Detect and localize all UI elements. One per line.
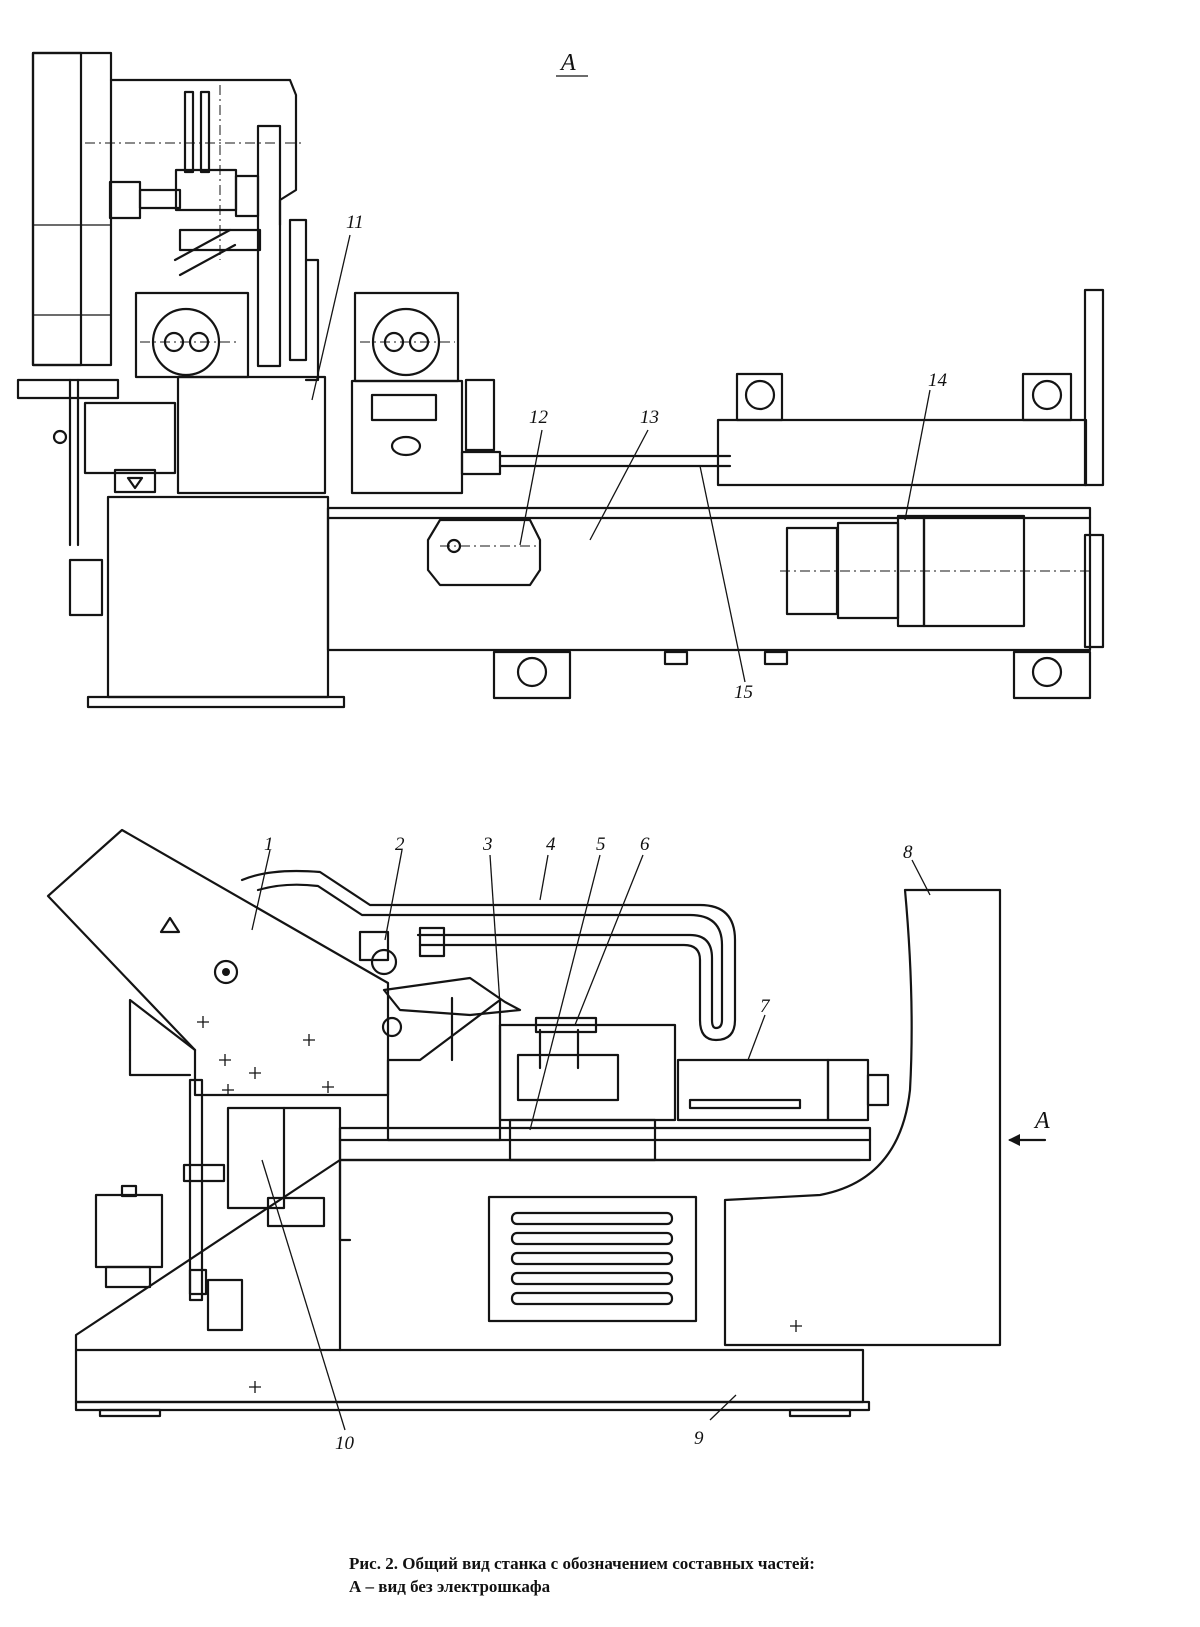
part-label-7: 7 <box>760 996 771 1017</box>
figure-caption: Рис. 2. Общий вид станка с обозначением … <box>349 1552 989 1598</box>
part-label-5: 5 <box>596 834 606 855</box>
arrow-a-label: A <box>1033 1108 1050 1134</box>
part-label-2: 2 <box>395 834 405 855</box>
caption-line-1: Рис. 2. Общий вид станка с обозначением … <box>349 1554 815 1573</box>
view-a-title: A <box>559 50 576 76</box>
part-label-15: 15 <box>734 682 753 703</box>
part-label-13: 13 <box>640 407 659 428</box>
part-label-12: 12 <box>529 407 549 428</box>
part-label-11: 11 <box>346 212 364 233</box>
part-label-14: 14 <box>928 370 948 391</box>
side-view-drawing: A 1 2 3 4 5 6 7 8 9 10 <box>46 828 1050 1454</box>
part-label-3: 3 <box>482 834 493 855</box>
part-label-8: 8 <box>903 842 913 863</box>
part-label-6: 6 <box>640 834 650 855</box>
part-label-9: 9 <box>694 1428 704 1449</box>
view-a-top-drawing: A <box>16 50 1105 709</box>
part-label-4: 4 <box>546 834 556 855</box>
part-label-10: 10 <box>335 1433 355 1454</box>
part-label-1: 1 <box>264 834 274 855</box>
caption-line-2: А – вид без электрошкафа <box>349 1577 551 1596</box>
